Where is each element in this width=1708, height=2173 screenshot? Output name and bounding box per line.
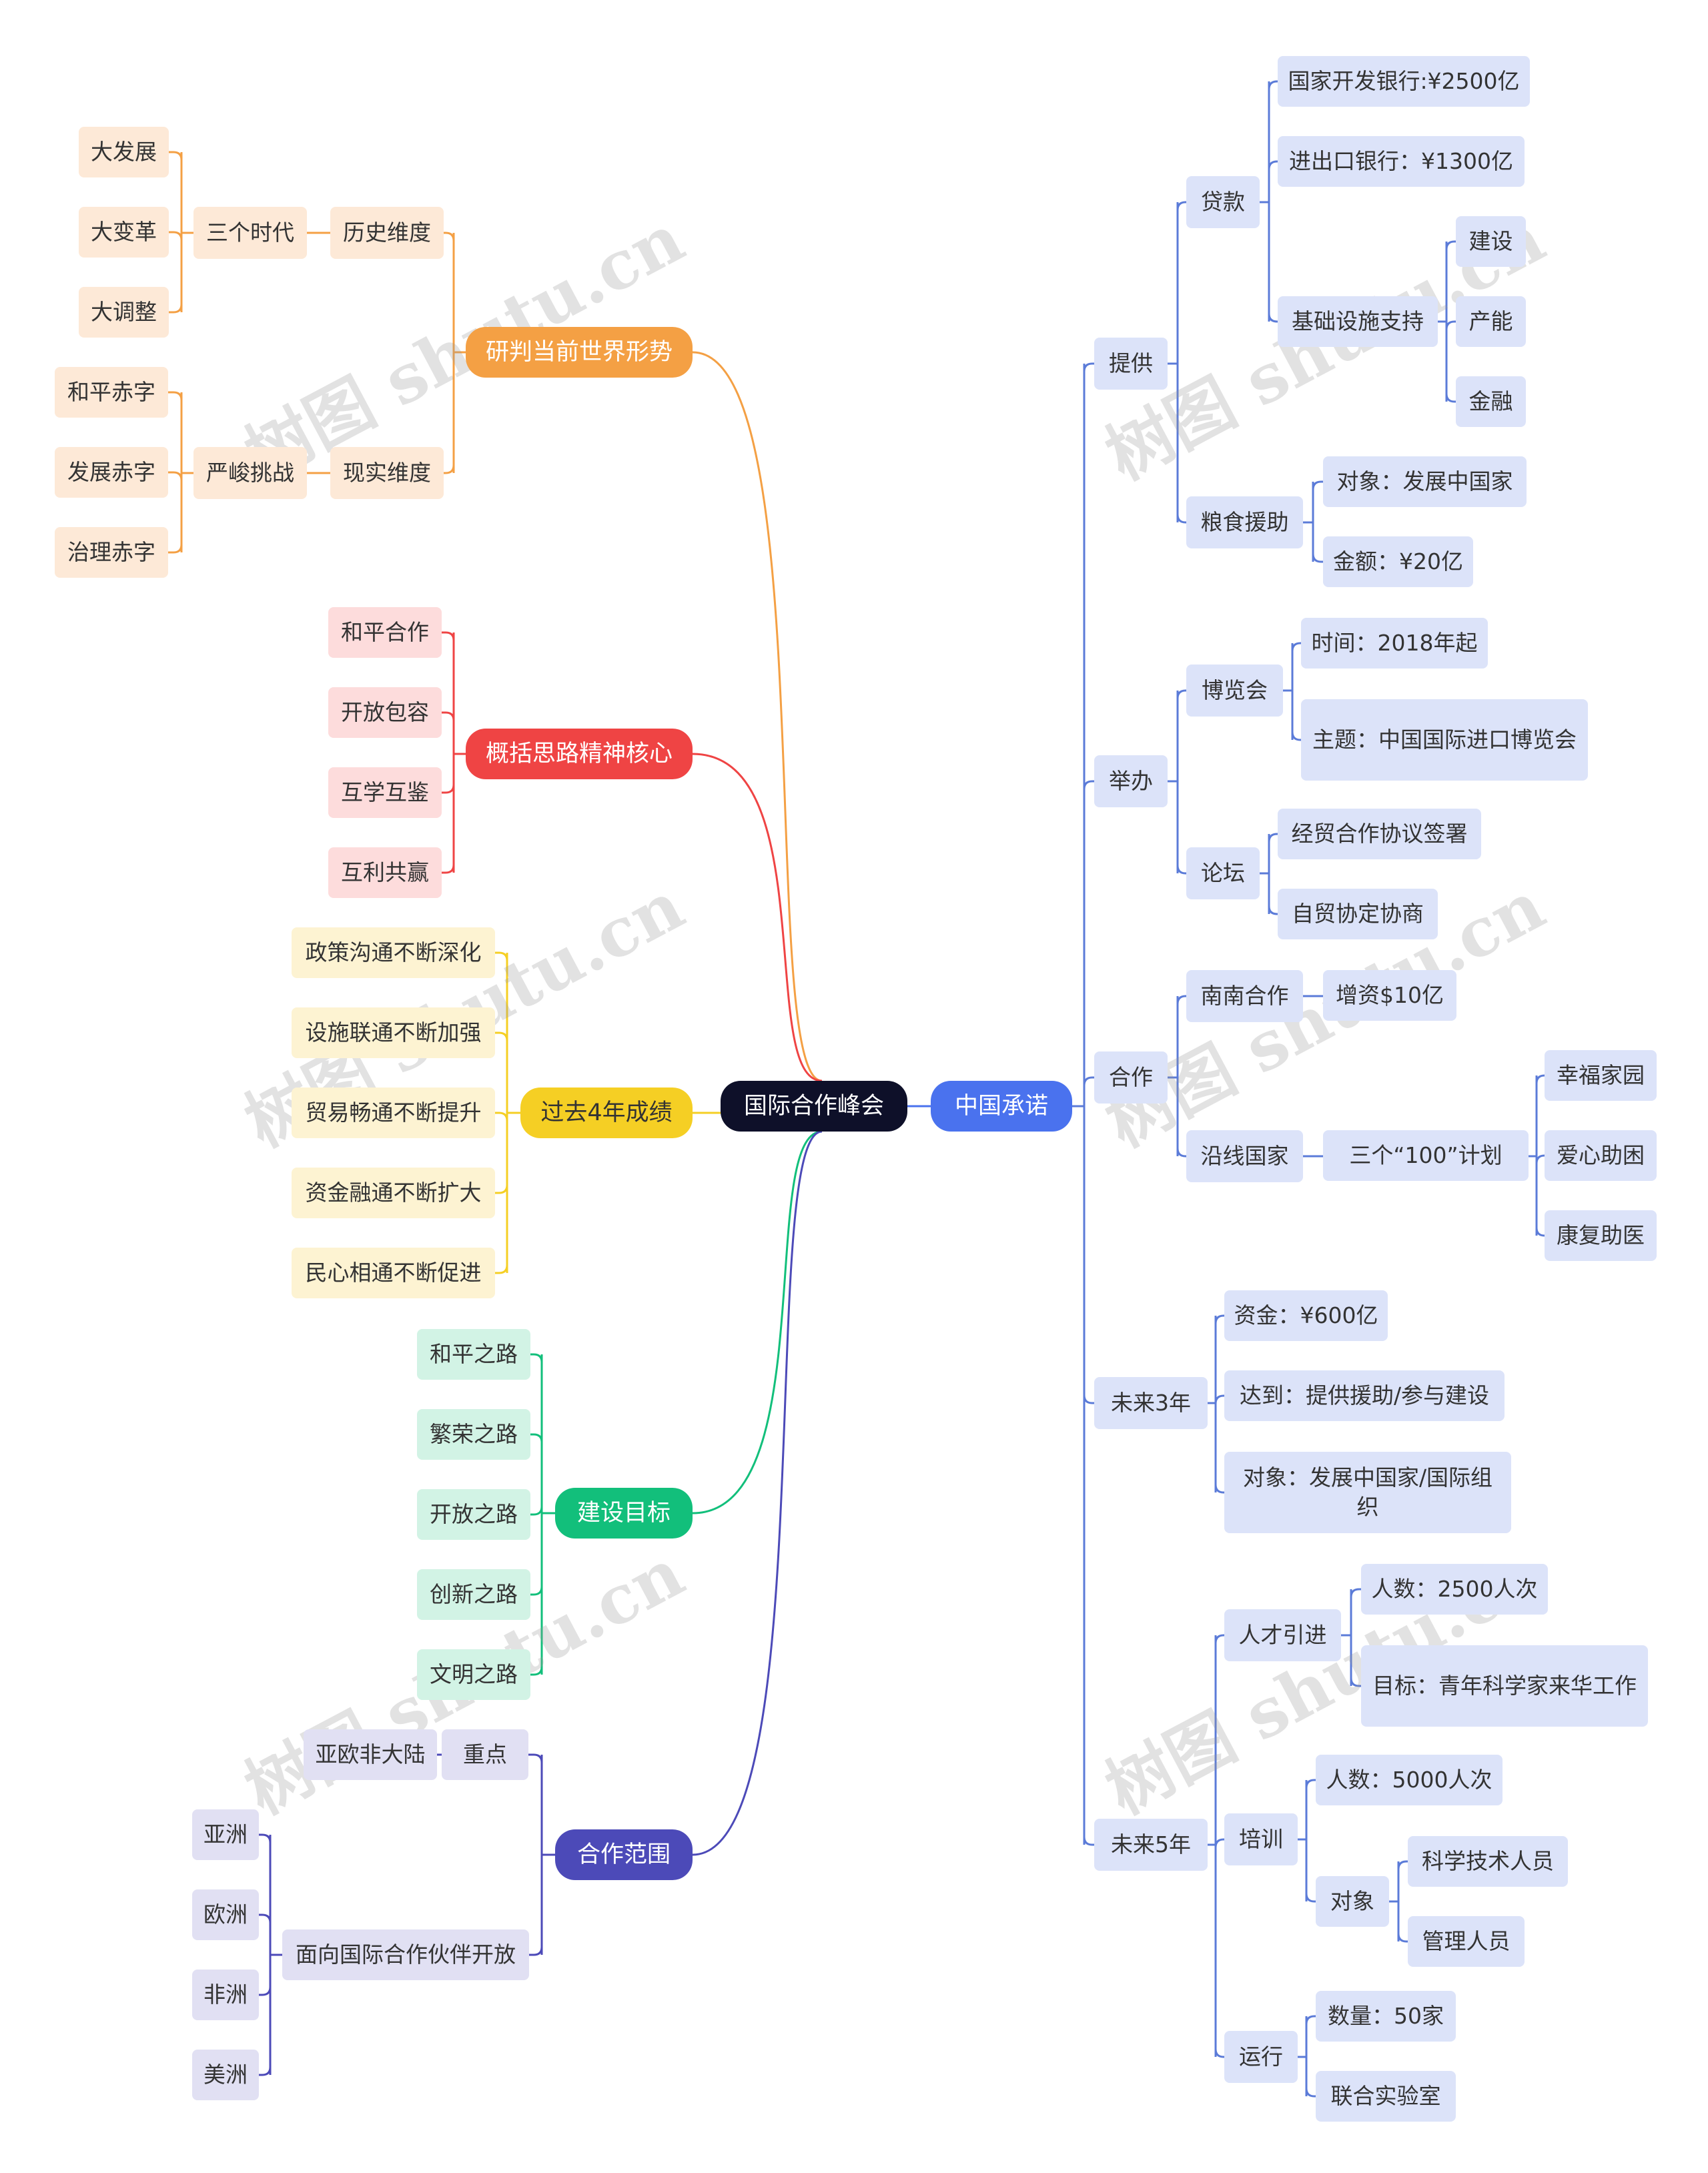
goal-item[interactable]: 创新之路 [417, 1569, 530, 1620]
next-3-years-item[interactable]: 达到：提供援助/参与建设 [1224, 1370, 1505, 1421]
goal-item[interactable]: 文明之路 [417, 1649, 530, 1700]
history-dimension[interactable]: 历史维度 [330, 207, 444, 259]
branch-goals[interactable]: 建设目标 [555, 1488, 693, 1539]
coop-node[interactable]: 合作 [1094, 1051, 1168, 1104]
continent-item[interactable]: 欧洲 [192, 1889, 259, 1940]
next-3-years-item[interactable]: 资金：¥600亿 [1224, 1290, 1388, 1341]
next-5-years-node[interactable]: 未来5年 [1094, 1819, 1208, 1871]
food-aid-item[interactable]: 金额：¥20亿 [1323, 536, 1473, 587]
branch-china-commitment[interactable]: 中国承诺 [931, 1081, 1072, 1132]
forum-node[interactable]: 论坛 [1186, 847, 1260, 899]
continent-item[interactable]: 亚洲 [192, 1809, 259, 1860]
continent-item[interactable]: 非洲 [192, 1970, 259, 2020]
talent-item[interactable]: 目标：青年科学家来华工作 [1361, 1645, 1648, 1727]
training-node[interactable]: 培训 [1224, 1813, 1298, 1865]
hundred-plan-item[interactable]: 爱心助困 [1545, 1130, 1657, 1181]
branch-achievements[interactable]: 过去4年成绩 [520, 1088, 693, 1138]
goal-item[interactable]: 和平之路 [417, 1329, 530, 1380]
branch-situation[interactable]: 研判当前世界形势 [466, 327, 693, 378]
provide-node[interactable]: 提供 [1094, 338, 1168, 390]
achievement-item[interactable]: 政策沟通不断深化 [292, 927, 495, 978]
open-partners-node[interactable]: 面向国际合作伙伴开放 [282, 1929, 529, 1980]
infra-item[interactable]: 产能 [1456, 296, 1526, 347]
forum-item[interactable]: 经贸合作协议签署 [1278, 809, 1481, 859]
spirit-item[interactable]: 互学互鉴 [328, 767, 442, 818]
food-aid-node[interactable]: 粮食援助 [1186, 496, 1303, 548]
deficit-item[interactable]: 和平赤字 [55, 367, 168, 418]
era-item[interactable]: 大发展 [79, 127, 169, 177]
achievement-item[interactable]: 设施联通不断加强 [292, 1007, 495, 1058]
era-item[interactable]: 大变革 [79, 207, 169, 258]
goal-item[interactable]: 开放之路 [417, 1489, 530, 1540]
food-aid-item[interactable]: 对象：发展中国家 [1323, 456, 1527, 507]
root-node[interactable]: 国际合作峰会 [721, 1081, 907, 1132]
spirit-item[interactable]: 和平合作 [328, 607, 442, 658]
infra-item[interactable]: 建设 [1456, 216, 1526, 267]
achievement-item[interactable]: 民心相通不断促进 [292, 1248, 495, 1298]
deficit-item[interactable]: 发展赤字 [55, 447, 168, 498]
along-countries-node[interactable]: 沿线国家 [1186, 1130, 1303, 1182]
operation-item[interactable]: 联合实验室 [1316, 2071, 1456, 2122]
training-target-node[interactable]: 对象 [1316, 1876, 1389, 1927]
severe-challenge[interactable]: 严峻挑战 [193, 447, 307, 499]
hundred-plan-item[interactable]: 康复助医 [1545, 1210, 1657, 1261]
reality-dimension[interactable]: 现实维度 [330, 447, 444, 499]
loan-node[interactable]: 贷款 [1186, 176, 1260, 228]
branch-scope[interactable]: 合作范围 [555, 1829, 693, 1880]
infra-support-node[interactable]: 基础设施支持 [1278, 296, 1438, 347]
loan-item[interactable]: 进出口银行：¥1300亿 [1278, 136, 1525, 187]
deficit-item[interactable]: 治理赤字 [55, 527, 168, 578]
south-south-item[interactable]: 增资$10亿 [1323, 970, 1456, 1021]
forum-item[interactable]: 自贸协定协商 [1278, 889, 1438, 939]
training-target-item[interactable]: 科学技术人员 [1408, 1836, 1568, 1887]
next-3-years-node[interactable]: 未来3年 [1094, 1377, 1208, 1429]
operation-item[interactable]: 数量：50家 [1316, 1991, 1456, 2042]
talent-item[interactable]: 人数：2500人次 [1361, 1564, 1548, 1615]
talent-node[interactable]: 人才引进 [1224, 1609, 1341, 1661]
expo-item[interactable]: 主题：中国国际进口博览会 [1301, 699, 1588, 781]
three-eras[interactable]: 三个时代 [193, 207, 307, 259]
expo-item[interactable]: 时间：2018年起 [1301, 618, 1488, 669]
expo-node[interactable]: 博览会 [1186, 665, 1283, 717]
hundred-plan-node[interactable]: 三个“100”计划 [1323, 1130, 1529, 1181]
infra-item[interactable]: 金融 [1456, 376, 1526, 427]
focus-node[interactable]: 重点 [442, 1729, 528, 1780]
training-target-item[interactable]: 管理人员 [1408, 1916, 1525, 1967]
continent-item[interactable]: 美洲 [192, 2050, 259, 2100]
operation-node[interactable]: 运行 [1224, 2031, 1298, 2083]
host-node[interactable]: 举办 [1094, 755, 1168, 807]
branch-spirit[interactable]: 概括思路精神核心 [466, 729, 693, 779]
goal-item[interactable]: 繁荣之路 [417, 1409, 530, 1460]
spirit-item[interactable]: 互利共赢 [328, 847, 442, 898]
next-3-years-item[interactable]: 对象：发展中国家/国际组织 [1224, 1452, 1511, 1533]
hundred-plan-item[interactable]: 幸福家园 [1545, 1050, 1657, 1101]
spirit-item[interactable]: 开放包容 [328, 687, 442, 738]
achievement-item[interactable]: 贸易畅通不断提升 [292, 1088, 495, 1138]
south-south-node[interactable]: 南南合作 [1186, 970, 1303, 1022]
era-item[interactable]: 大调整 [79, 287, 169, 338]
training-count[interactable]: 人数：5000人次 [1316, 1755, 1503, 1805]
loan-item[interactable]: 国家开发银行:¥2500亿 [1278, 56, 1530, 107]
focus-item[interactable]: 亚欧非大陆 [304, 1729, 437, 1780]
achievement-item[interactable]: 资金融通不断扩大 [292, 1168, 495, 1218]
